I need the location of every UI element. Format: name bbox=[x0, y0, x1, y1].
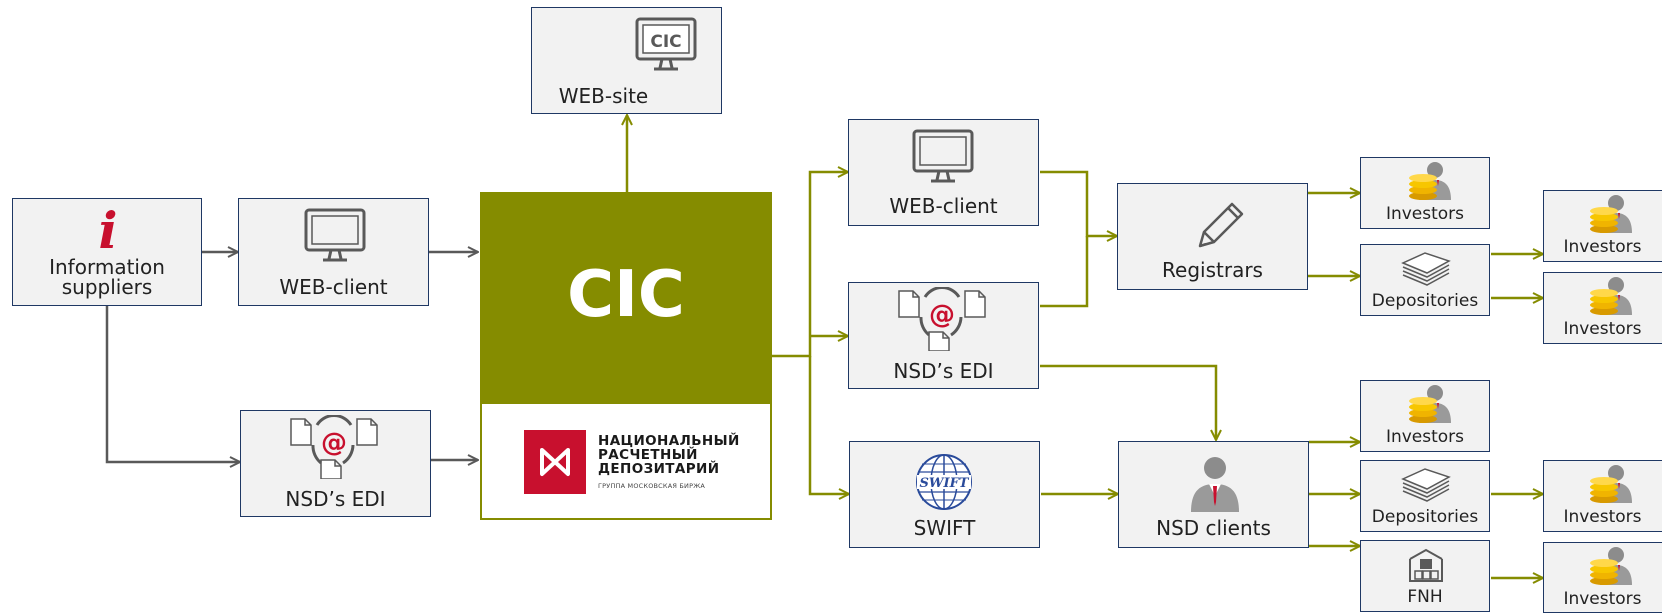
depositories-label-2: Depositories bbox=[1371, 507, 1479, 527]
arrow-cic-to-swift bbox=[808, 356, 849, 494]
investors-node-3: Investors bbox=[1543, 272, 1662, 344]
fnh-label: FNH bbox=[1407, 587, 1443, 607]
nsd-clients-label: NSD clients bbox=[1156, 516, 1271, 540]
nsd-edi-left-node: @ NSD’s EDI bbox=[240, 410, 431, 517]
monitor-icon: CIC bbox=[634, 16, 698, 78]
swift-globe-icon: SWIFT bbox=[914, 450, 974, 518]
nsd-clients-node: NSD clients bbox=[1118, 441, 1309, 548]
building-icon bbox=[1406, 547, 1446, 587]
edi-icon: @ bbox=[895, 286, 995, 355]
nsd-logo-line1: НАЦИОНАЛЬНЫЙ bbox=[598, 433, 740, 449]
depositories-node-1: Depositories bbox=[1360, 244, 1490, 316]
nsd-logo-line3: ДЕПОЗИТАРИЙ bbox=[598, 461, 720, 477]
svg-text:CIC: CIC bbox=[650, 32, 681, 52]
web-client-left-node: WEB-client bbox=[238, 198, 429, 306]
papers-stack-icon bbox=[1401, 465, 1451, 509]
arrow-edi-to-registrars bbox=[1040, 236, 1089, 308]
investor-coins-icon bbox=[1588, 193, 1632, 239]
investors-node-4: Investors bbox=[1360, 380, 1490, 452]
investors-node-2: Investors bbox=[1543, 190, 1662, 262]
pencil-icon bbox=[1188, 196, 1248, 260]
person-icon bbox=[1185, 452, 1245, 516]
nsd-logo-line2: РАСЧЕТНЫЙ bbox=[598, 447, 698, 463]
swift-label: SWIFT bbox=[913, 516, 976, 540]
information-suppliers-label-line2: suppliers bbox=[61, 275, 153, 299]
depositories-node-2: Depositories bbox=[1360, 460, 1490, 532]
registrars-label: Registrars bbox=[1162, 258, 1263, 282]
arrow-cic-to-webclient bbox=[772, 172, 848, 358]
information-suppliers-node: i Information suppliers bbox=[12, 198, 202, 306]
investor-coins-icon bbox=[1407, 383, 1451, 429]
web-client-left-label: WEB-client bbox=[279, 275, 388, 299]
nsd-logo-panel: НАЦИОНАЛЬНЫЙ РАСЧЕТНЫЙ ДЕПОЗИТАРИЙ ГРУПП… bbox=[480, 404, 772, 520]
nsd-logo-icon bbox=[524, 430, 586, 498]
arrow-suppliers-to-edi bbox=[105, 306, 240, 462]
edi-icon: @ bbox=[287, 414, 387, 483]
investors-label-2: Investors bbox=[1563, 237, 1642, 257]
papers-stack-icon bbox=[1401, 249, 1451, 293]
nsd-edi-mid-label: NSD’s EDI bbox=[893, 359, 994, 383]
monitor-icon bbox=[303, 207, 367, 269]
investors-label-5: Investors bbox=[1563, 507, 1642, 527]
nsd-edi-left-label: NSD’s EDI bbox=[285, 487, 386, 511]
nsd-logo-subtitle: ГРУППА МОСКОВСКАЯ БИРЖА bbox=[598, 482, 706, 490]
swift-node: SWIFT SWIFT bbox=[849, 441, 1040, 548]
cic-label: CIC bbox=[567, 258, 685, 332]
investor-coins-icon bbox=[1407, 160, 1451, 206]
monitor-icon bbox=[911, 128, 975, 190]
investor-coins-icon bbox=[1588, 545, 1632, 591]
svg-text:SWIFT: SWIFT bbox=[920, 476, 970, 491]
web-site-label: WEB-site bbox=[558, 84, 649, 108]
investor-coins-icon bbox=[1588, 463, 1632, 509]
svg-text:i: i bbox=[99, 203, 118, 253]
cic-main-block: CIC bbox=[480, 192, 772, 404]
investor-coins-icon bbox=[1588, 275, 1632, 321]
information-suppliers-label-line1: Information bbox=[49, 255, 165, 279]
fnh-node: FNH bbox=[1360, 540, 1490, 612]
web-client-mid-label: WEB-client bbox=[889, 194, 998, 218]
arrow-edi-to-nsdclients bbox=[1040, 364, 1216, 440]
investors-label-3: Investors bbox=[1563, 319, 1642, 339]
arrow-webclient-to-registrars bbox=[1040, 170, 1117, 236]
investors-label-6: Investors bbox=[1563, 589, 1642, 609]
info-icon: i bbox=[93, 201, 123, 260]
nsd-edi-mid-node: @ NSD’s EDI bbox=[848, 282, 1039, 389]
svg-text:@: @ bbox=[929, 300, 955, 330]
web-site-node: CIC WEB-site bbox=[531, 7, 722, 114]
web-client-mid-node: WEB-client bbox=[848, 119, 1039, 226]
investors-node-1: Investors bbox=[1360, 157, 1490, 229]
investors-label-1: Investors bbox=[1385, 204, 1465, 224]
svg-text:@: @ bbox=[321, 428, 347, 458]
investors-node-5: Investors bbox=[1543, 460, 1662, 532]
investors-node-6: Investors bbox=[1543, 542, 1662, 613]
investors-label-4: Investors bbox=[1385, 427, 1465, 447]
registrars-node: Registrars bbox=[1117, 183, 1308, 290]
depositories-label-1: Depositories bbox=[1371, 291, 1479, 311]
